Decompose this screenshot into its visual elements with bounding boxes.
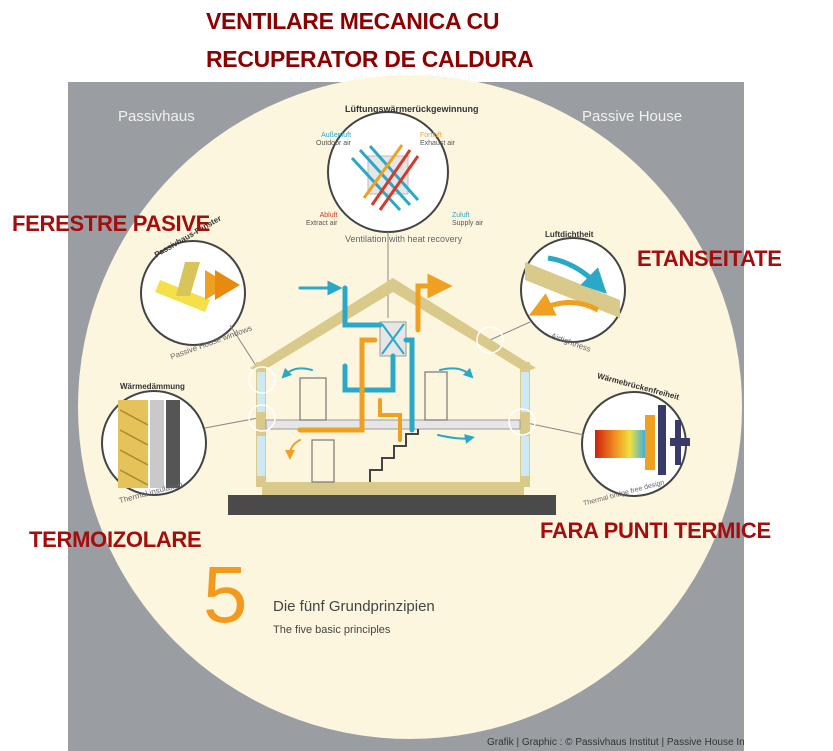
extract-air-en: Extract air: [306, 220, 338, 227]
exhaust-air-de: Fortluft: [420, 132, 442, 139]
label-airtightness: ETANSEITATE: [637, 246, 782, 271]
principles-de: Die fünf Grundprinzipien: [273, 598, 435, 615]
airtightness-detail-icon: [520, 237, 626, 343]
insulation-detail-icon: [101, 390, 207, 496]
airtight-caption-de: Luftdichtheit: [545, 230, 594, 239]
label-passive-windows: FERESTRE PASIVE: [12, 211, 211, 236]
insulation-caption-de: Wärmedämmung: [120, 382, 185, 391]
exhaust-air-label: Fortluft Exhaust air: [420, 132, 455, 148]
supply-air-label: Zuluft Supply air: [452, 212, 483, 228]
house-section: [228, 278, 556, 515]
ventilation-ducts: [281, 273, 475, 460]
supply-air-de: Zuluft: [452, 212, 470, 219]
ventilation-arc-en: Ventilation with heat recovery: [345, 234, 463, 244]
extract-air-de: Abluft: [319, 212, 338, 219]
ventilation-detail-icon: [327, 111, 449, 233]
outdoor-air-de: Außenluft: [321, 132, 352, 139]
label-no-thermal-bridges: FARA PUNTI TERMICE: [540, 518, 771, 543]
ventilation-arc-de: Lüftungswärmerückgewinnung: [345, 104, 479, 114]
title-line-2: RECUPERATOR DE CALDURA: [206, 46, 534, 72]
title-line-1: VENTILARE MECANICA CU: [206, 8, 500, 34]
outdoor-air-en: Outdoor air: [316, 140, 352, 147]
corner-label-left: Passivhaus: [118, 108, 195, 125]
principles-en: The five basic principles: [273, 624, 391, 636]
supply-air-en: Supply air: [452, 220, 484, 227]
extract-air-label: Abluft Extract air: [306, 212, 338, 228]
exhaust-air-en: Exhaust air: [420, 140, 456, 147]
label-thermal-insulation: TERMOIZOLARE: [29, 527, 202, 552]
corner-label-right: Passive House: [582, 108, 683, 125]
outdoor-air-label: Außenluft Outdoor air: [316, 132, 351, 148]
windows-detail-icon: [140, 240, 246, 346]
thermal-bridge-detail-icon: [581, 391, 690, 497]
credit-text: Grafik | Graphic : © Passivhaus Institut…: [487, 737, 744, 748]
number-five: 5: [203, 550, 248, 639]
